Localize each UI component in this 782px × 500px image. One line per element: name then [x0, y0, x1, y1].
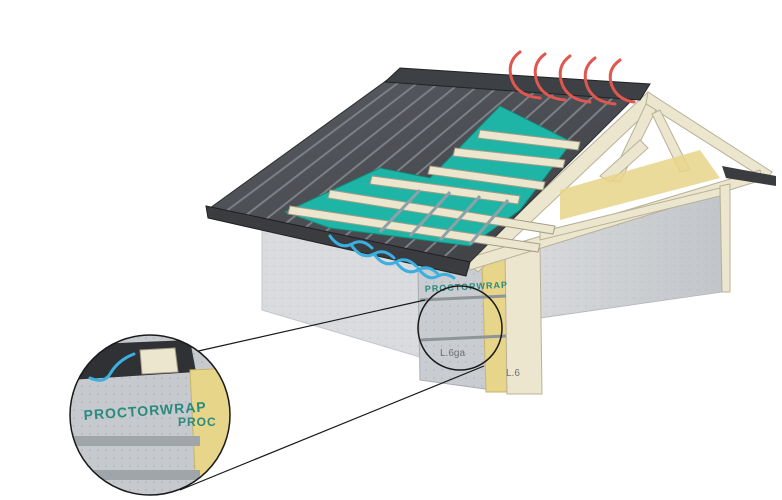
wall-batten [419, 334, 507, 342]
zoom-airflow-icon [88, 352, 136, 382]
wall-section: PROCTORWRAP L.6ga L.6 [417, 243, 543, 395]
breather-membrane-cutaway [283, 105, 581, 253]
zoom-batten [70, 436, 200, 446]
ceiling-insulation [560, 150, 720, 220]
gutter-right [722, 166, 776, 186]
heat-waves-icon [508, 50, 636, 106]
roof-battens [287, 129, 581, 253]
airflow-waves-icon [328, 234, 456, 280]
counter-battens [378, 188, 510, 245]
wall-membrane-mark: L.6ga [440, 348, 465, 359]
zoom-detail: PROCTORWRAP PROC [69, 334, 231, 496]
wall-membrane-mark-2: L.6 [506, 368, 520, 379]
ridge-cap [383, 67, 651, 101]
zoom-membrane-brand-partial: PROC [178, 415, 217, 429]
magnifier-callout-icon [179, 285, 503, 491]
zoom-fascia [139, 347, 179, 375]
wall-batten [419, 294, 507, 302]
zoom-batten [70, 470, 200, 480]
